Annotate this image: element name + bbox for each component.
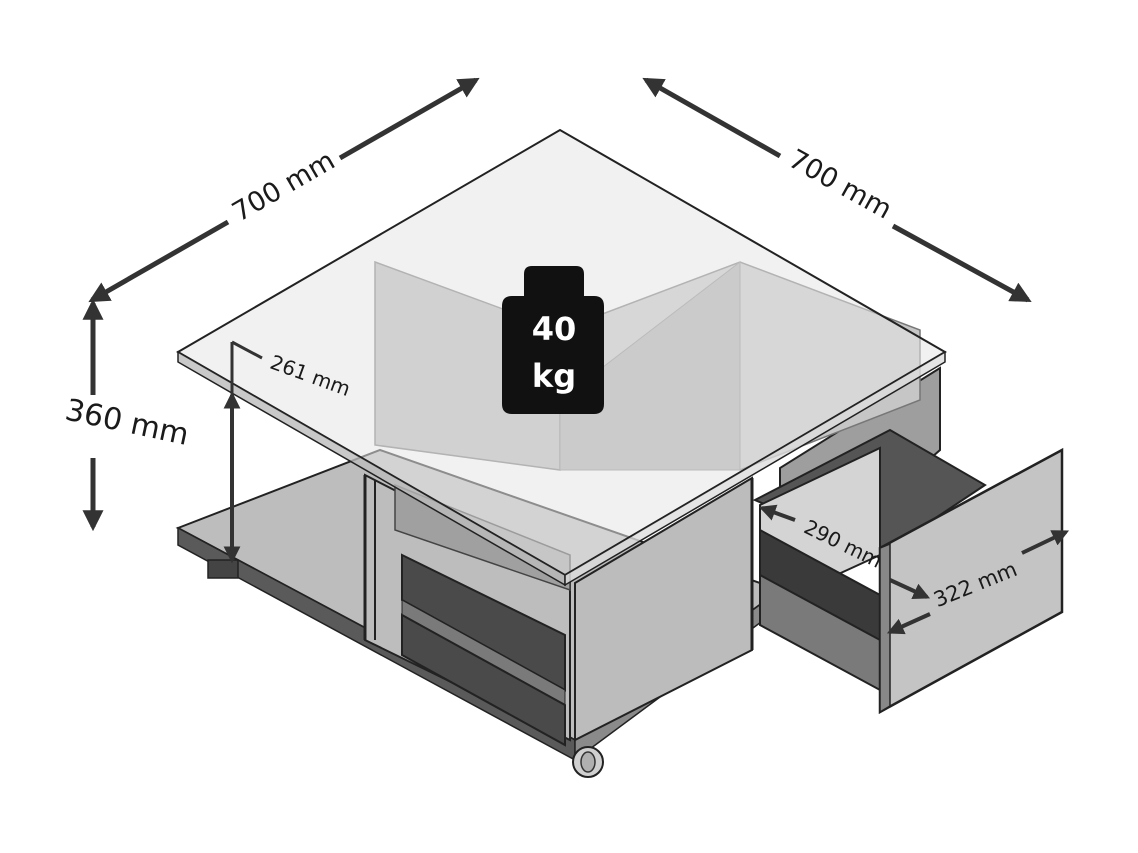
- front-door-panel: [574, 476, 754, 742]
- height-label: 360 mm: [62, 393, 192, 453]
- width-right-arrow-line-a: [642, 77, 782, 159]
- drawer-width-arrow-a: [1021, 530, 1070, 555]
- width-left-arrow-line-b: [88, 219, 230, 303]
- load-value: 40: [532, 310, 577, 348]
- drawer-width-arrow-b: [886, 612, 931, 635]
- dimension-arrows: [82, 77, 1070, 635]
- width-left-arrow-line-a: [338, 77, 480, 161]
- width-right-label: 700 mm: [783, 144, 897, 226]
- clearance-leader-tick: [231, 340, 263, 360]
- open-drawer: [752, 428, 1064, 715]
- load-unit: kg: [532, 357, 576, 395]
- drawer-depth-arrow-a: [758, 504, 796, 522]
- width-left-label: 700 mm: [227, 145, 340, 228]
- caster-wheel-icon: [572, 746, 604, 778]
- weight-icon: 40 kg: [502, 266, 604, 414]
- width-right-arrow-line-b: [891, 223, 1032, 303]
- drawer-depth-arrow-b: [889, 578, 931, 600]
